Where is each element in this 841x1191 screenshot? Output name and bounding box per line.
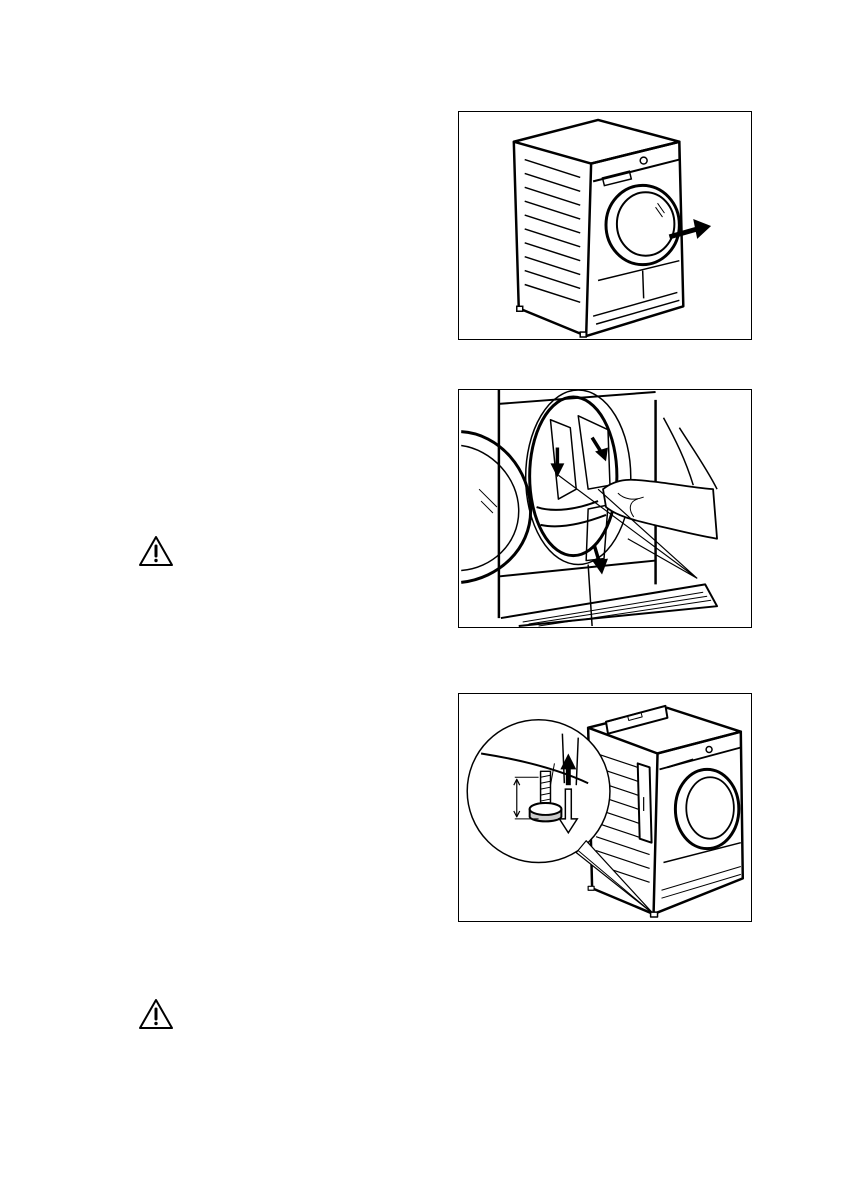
warning-triangle-icon (138, 998, 174, 1030)
figure-drum-remove-foil (458, 389, 752, 628)
hand-pulling-foil-icon (459, 390, 751, 627)
dryer-with-arrow-icon (459, 112, 751, 339)
levelling-feet-icon (459, 694, 751, 921)
figure-adjust-feet (458, 693, 752, 922)
warning-triangle-icon (138, 535, 174, 567)
figure-dryer-remove-packaging (458, 111, 752, 340)
